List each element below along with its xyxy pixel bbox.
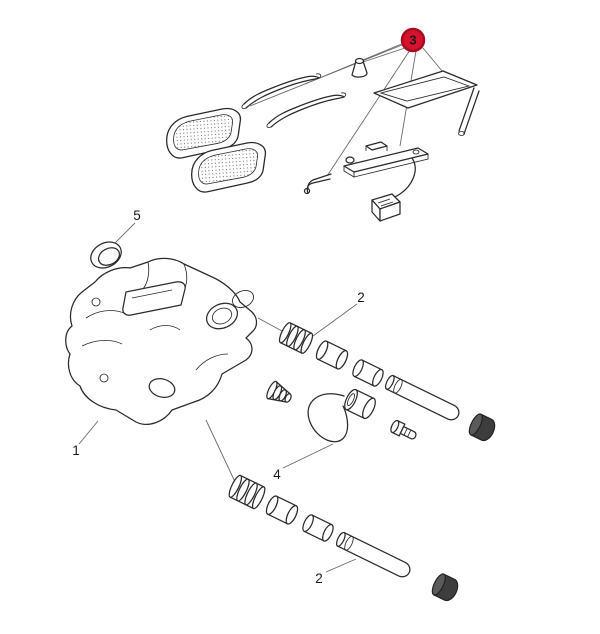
callout-4-leader (282, 443, 334, 469)
callout-2-lower-label[interactable]: 2 (315, 571, 323, 586)
callout-1-label[interactable]: 1 (72, 443, 80, 458)
sensor-grommet (344, 388, 376, 420)
caliper-cap-drawing (90, 241, 122, 269)
callout-5-label[interactable]: 5 (133, 208, 141, 223)
sensor-cable-loop (307, 393, 349, 443)
ribbed-cone (266, 380, 292, 403)
callout-3-circle[interactable] (400, 27, 426, 53)
callout-5-leader (114, 222, 136, 244)
rubber-plug-drawing (351, 57, 368, 78)
guide-pin-kit-lower-drawing (205, 419, 459, 602)
sensor-bolt-cluster-drawing (266, 380, 417, 443)
guide-bushing-lower-2 (302, 514, 334, 542)
pad-spring-clip-1-drawing (241, 73, 322, 109)
guide-pin-cap-lower (431, 573, 459, 602)
guide-bushing-lower-1 (265, 495, 299, 525)
callout-3-badge[interactable]: 3 (400, 27, 426, 53)
bleed-screw (390, 419, 417, 440)
guide-bushing-upper-1 (315, 340, 349, 370)
caliper-body-drawing (65, 257, 258, 425)
guide-pin-cap-upper (468, 413, 496, 442)
pad-retainer-frame-drawing (373, 70, 480, 136)
callout-4-label[interactable]: 4 (273, 467, 281, 482)
guide-pin-boot-lower (228, 474, 266, 510)
guide-pin-upper (384, 374, 460, 421)
sensor-connector-drawing (371, 193, 401, 222)
guide-bushing-upper-2 (352, 359, 384, 387)
guide-pin-kit-upper-drawing (257, 303, 496, 442)
callout-3-label[interactable]: 3 (409, 33, 416, 48)
callout-2-upper-label[interactable]: 2 (357, 290, 365, 305)
retaining-clip-drawing (303, 173, 332, 195)
guide-pin-lower (335, 531, 411, 578)
callout-1-leader (78, 420, 99, 445)
wear-sensor-carrier-drawing (343, 141, 429, 203)
pad-spring-clip-2-drawing (266, 92, 347, 128)
guide-pin-boot-upper (278, 322, 314, 354)
